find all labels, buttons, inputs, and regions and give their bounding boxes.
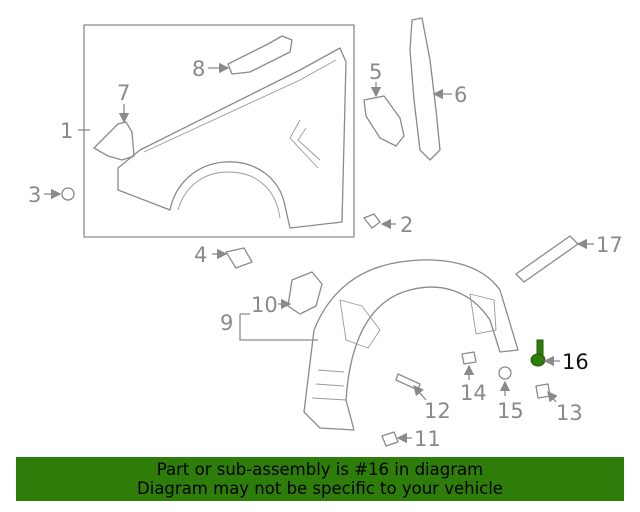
bolt-16[interactable] bbox=[530, 339, 546, 367]
screw-11[interactable] bbox=[381, 431, 399, 447]
callout-2: 2 bbox=[400, 213, 413, 237]
callout-7: 7 bbox=[117, 81, 130, 105]
fender-assembly-box bbox=[83, 24, 355, 238]
parts-diagram: 1 2 3 4 5 6 7 8 9 10 11 12 13 14 15 16 1… bbox=[28, 17, 623, 451]
bolt-2[interactable] bbox=[363, 213, 381, 229]
splash-shield-10[interactable] bbox=[287, 271, 323, 315]
fender-panel[interactable] bbox=[117, 47, 347, 229]
fender-bracket-7[interactable] bbox=[93, 121, 135, 161]
nut-3[interactable] bbox=[61, 187, 75, 201]
fender-bracket-5[interactable] bbox=[363, 95, 405, 147]
callout-1: 1 bbox=[60, 119, 73, 143]
molding-17[interactable] bbox=[515, 235, 579, 283]
callout-4: 4 bbox=[194, 243, 207, 267]
callout-15: 15 bbox=[497, 399, 524, 423]
wheel-liner-9[interactable] bbox=[303, 259, 519, 431]
callout-6: 6 bbox=[454, 83, 467, 107]
callout-5: 5 bbox=[369, 60, 382, 84]
clip-4[interactable] bbox=[225, 247, 253, 269]
leader-13 bbox=[547, 390, 558, 403]
callout-17: 17 bbox=[596, 233, 623, 257]
callout-9: 9 bbox=[220, 311, 233, 335]
callout-3: 3 bbox=[28, 183, 41, 207]
callout-10: 10 bbox=[251, 293, 278, 317]
callout-14: 14 bbox=[460, 381, 487, 405]
bolt-13[interactable] bbox=[535, 383, 551, 399]
leader-12 bbox=[413, 385, 427, 401]
callout-16: 16 bbox=[562, 350, 589, 374]
fender-brace-8[interactable] bbox=[227, 35, 293, 75]
banner-line-1: Part or sub-assembly is #16 in diagram bbox=[156, 460, 484, 479]
clip-15[interactable] bbox=[498, 366, 512, 380]
clip-14[interactable] bbox=[461, 351, 477, 365]
fitment-banner: Part or sub-assembly is #16 in diagram D… bbox=[16, 457, 624, 501]
screw-12[interactable] bbox=[395, 373, 421, 391]
fender-seal-6[interactable] bbox=[409, 17, 441, 161]
banner-line-2: Diagram may not be specific to your vehi… bbox=[137, 479, 503, 498]
leader-9 bbox=[239, 313, 318, 341]
callout-8: 8 bbox=[192, 57, 205, 81]
callout-13: 13 bbox=[556, 401, 583, 425]
callout-11: 11 bbox=[414, 427, 441, 451]
callout-12: 12 bbox=[424, 399, 451, 423]
